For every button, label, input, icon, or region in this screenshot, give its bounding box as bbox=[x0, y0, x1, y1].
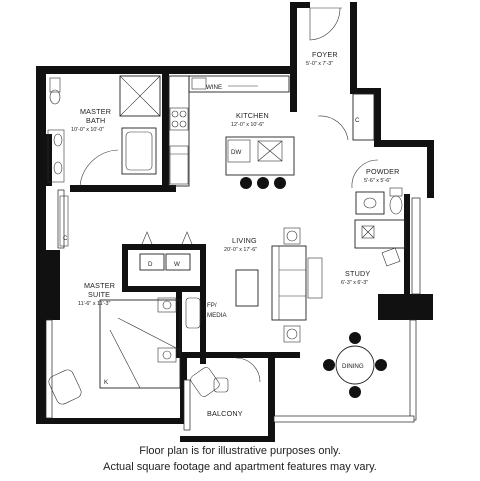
foyer-dims: 5'-0" x 7'-3" bbox=[306, 61, 333, 67]
powder-dims: 5'-6" x 5'-6" bbox=[364, 178, 391, 184]
kitchen-title: KITCHEN bbox=[236, 111, 269, 120]
bath-fixtures bbox=[47, 75, 161, 187]
kitchen-dims: 12'-0" x 10'-6" bbox=[231, 122, 264, 128]
bath-dims: 10'-0" x 10'-0" bbox=[71, 127, 104, 133]
suite-title-1: MASTER bbox=[84, 281, 115, 290]
suite-furniture bbox=[48, 195, 201, 405]
foyer-door bbox=[309, 7, 342, 41]
fpmedia-title-2: MEDIA bbox=[207, 312, 227, 319]
disclaimer-line-2: Actual square footage and apartment feat… bbox=[103, 461, 377, 473]
kitchen-counters bbox=[168, 75, 290, 187]
washer-label: W bbox=[174, 261, 180, 268]
foyer-closet-door bbox=[317, 115, 349, 141]
balcony-title: BALCONY bbox=[207, 409, 243, 418]
foyer-title: FOYER bbox=[312, 50, 338, 59]
powder-title: POWDER bbox=[366, 167, 400, 176]
dryer-label: D bbox=[148, 261, 153, 268]
dishwasher-label: DW bbox=[231, 149, 241, 156]
study-furniture bbox=[354, 219, 406, 267]
suite-title-2: SUITE bbox=[88, 290, 110, 299]
kitchen-island bbox=[225, 136, 295, 189]
disclaimer-line-1: Floor plan is for illustrative purposes … bbox=[139, 445, 341, 457]
walls bbox=[36, 2, 434, 442]
study-dims: 6'-3" x 6'-3" bbox=[341, 280, 368, 286]
foyer-closet-label: C bbox=[355, 117, 360, 124]
bath-title-2: BATH bbox=[86, 116, 105, 125]
dining-title: DINING bbox=[342, 363, 364, 370]
living-furniture bbox=[235, 227, 323, 343]
living-dims: 20'-0" x 17'-6" bbox=[224, 247, 257, 253]
bath-title-1: MASTER bbox=[80, 107, 111, 116]
bed-label: K bbox=[104, 379, 109, 386]
living-title: LIVING bbox=[232, 236, 257, 245]
study-title: STUDY bbox=[345, 269, 370, 278]
balcony-furniture bbox=[190, 357, 261, 397]
laundry bbox=[139, 231, 193, 271]
powder-fixtures bbox=[351, 159, 403, 215]
windows bbox=[45, 189, 421, 431]
fpmedia-title-1: FP/ bbox=[207, 302, 217, 309]
foyer-closet bbox=[352, 93, 375, 141]
wine-label: WINE bbox=[206, 84, 222, 91]
suite-dims: 11'-6" x 11'-3" bbox=[78, 301, 110, 307]
dining-set bbox=[323, 332, 387, 398]
suite-closet-label: C bbox=[63, 235, 68, 242]
